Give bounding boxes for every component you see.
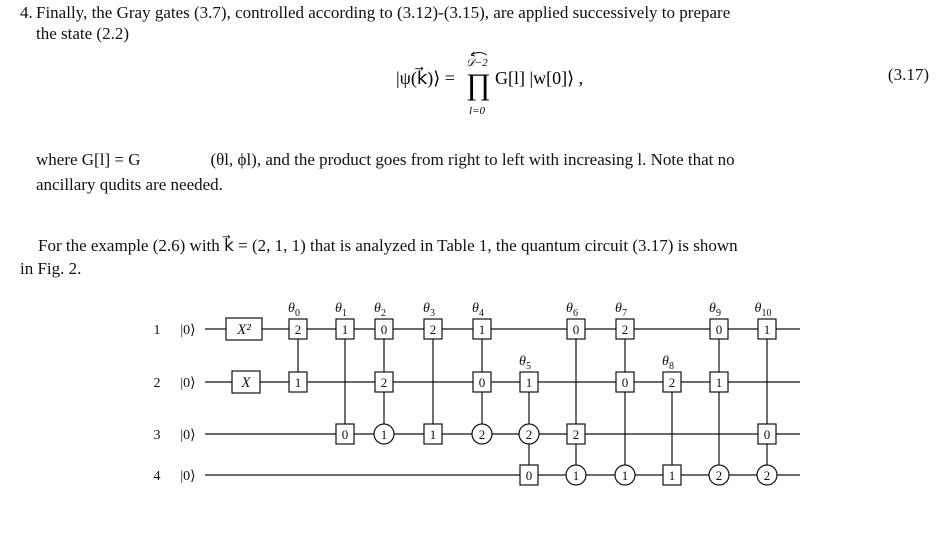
gate-target-label: 1 xyxy=(669,468,676,483)
gate-target-box xyxy=(374,318,394,340)
gate-control-label: 2 xyxy=(716,468,723,483)
item-text-line1: Finally, the Gray gates (3.7), controlle… xyxy=(36,3,731,22)
gate-target-box xyxy=(374,371,394,393)
gate-target-label: 0 xyxy=(764,427,771,442)
gate-target-label: 0 xyxy=(342,427,349,442)
gate-control-label: 2 xyxy=(764,468,771,483)
gate-control-circle xyxy=(565,464,587,486)
gate-target-label: 1 xyxy=(716,375,723,390)
gate-target-box xyxy=(288,371,308,393)
product-symbol: ∏ xyxy=(466,68,491,101)
gate-angle-label: θ7 xyxy=(615,301,627,319)
gate-target-box xyxy=(566,318,586,340)
gate-control-circle xyxy=(471,423,493,445)
gate-control-label: 1 xyxy=(622,468,629,483)
gate-control-label: 1 xyxy=(573,468,580,483)
gate-target-box xyxy=(566,423,586,445)
gate-target-box xyxy=(335,318,355,340)
gate-control-label: 1 xyxy=(381,427,388,442)
gate-control-circle xyxy=(708,464,730,486)
gate-target-box xyxy=(757,318,777,340)
gate-target-label: 2 xyxy=(295,322,302,337)
gate-angle-label: θ9 xyxy=(709,301,721,319)
qudit-ket-2: |0⟩ xyxy=(180,376,195,391)
initial-gate-label: X² xyxy=(236,322,251,338)
gate-target-box xyxy=(519,464,539,486)
gate-target-label: 0 xyxy=(573,322,580,337)
gate-control-circle xyxy=(518,423,540,445)
where-line2: ancillary qudits are needed. xyxy=(36,175,223,194)
gate-angle-label: θ0 xyxy=(288,301,300,319)
item-text-line2: the state (2.2) xyxy=(36,24,129,43)
gate-target-label: 0 xyxy=(526,468,533,483)
gate-angle-label: θ6 xyxy=(566,301,578,319)
qudit-ket-1: |0⟩ xyxy=(180,323,195,338)
gate-target-box xyxy=(423,423,443,445)
equation-3-17: |ψ(k⃗)⟩ = 𝒟−2 ∏ l=0 G[l] |w[0]⟩ , xyxy=(396,51,583,117)
gate-target-label: 1 xyxy=(526,375,533,390)
where-line1: where G[l] = G (θl, ϕl), and the product … xyxy=(36,149,735,170)
gate-control-label: 2 xyxy=(479,427,486,442)
gate-target-label: 1 xyxy=(430,427,437,442)
gate-target-label: 1 xyxy=(764,322,771,337)
gate-target-box xyxy=(662,371,682,393)
gate-target-box xyxy=(423,318,443,340)
initial-gate-label: X xyxy=(240,375,251,391)
gate-control-circle xyxy=(756,464,778,486)
gate-target-label: 0 xyxy=(381,322,388,337)
gate-target-label: 0 xyxy=(622,375,629,390)
gate-control-circle xyxy=(373,423,395,445)
qudit-index-4: 4 xyxy=(154,469,161,484)
gate-target-box xyxy=(615,318,635,340)
gate-target-label: 1 xyxy=(342,322,349,337)
gate-target-box xyxy=(472,371,492,393)
qudit-ket-3: |0⟩ xyxy=(180,428,195,443)
gate-target-box xyxy=(288,318,308,340)
gate-target-label: 2 xyxy=(381,375,388,390)
gate-target-box xyxy=(519,371,539,393)
gate-angle-label: θ1 xyxy=(335,301,347,319)
gate-target-box xyxy=(472,318,492,340)
gate-target-label: 2 xyxy=(430,322,437,337)
gate-angle-label: θ8 xyxy=(662,354,674,372)
gate-target-label: 0 xyxy=(716,322,723,337)
gate-angle-label: θ4 xyxy=(472,301,484,319)
gate-target-label: 2 xyxy=(622,322,629,337)
qudit-ket-4: |0⟩ xyxy=(180,469,195,484)
equation-upper-limit: 𝒟−2 xyxy=(466,57,488,69)
gate-target-box xyxy=(615,371,635,393)
initial-gate-box xyxy=(225,317,263,341)
gate-angle-label: θ2 xyxy=(374,301,386,319)
where-lead: where G[l] = G xyxy=(36,150,141,169)
gate-angle-label: θ3 xyxy=(423,301,435,319)
equation-number: (3.17) xyxy=(887,65,929,84)
qudit-index-3: 3 xyxy=(154,428,161,443)
gate-angle-label: θ10 xyxy=(755,301,772,319)
equation-lower-limit: l=0 xyxy=(469,105,485,117)
gate-target-label: 2 xyxy=(573,427,580,442)
item-number: 4. xyxy=(20,3,33,22)
arrow-head-icon xyxy=(470,51,476,57)
gate-target-box xyxy=(709,371,729,393)
gate-control-circle xyxy=(614,464,636,486)
equation-lhs: |ψ(k⃗)⟩ = xyxy=(396,67,455,89)
equation-body: G[l] |w[0]⟩ , xyxy=(495,68,583,88)
initial-gate-box xyxy=(231,370,261,394)
example-line1: For the example (2.6) with k⃗ = (2, 1, 1… xyxy=(38,236,738,255)
gate-target-label: 1 xyxy=(295,375,302,390)
gate-target-label: 0 xyxy=(479,375,486,390)
gate-target-box xyxy=(335,423,355,445)
qudit-index-1: 1 xyxy=(154,323,161,338)
where-tail: (θl, ϕl), and the product goes from righ… xyxy=(210,150,735,169)
gate-target-label: 1 xyxy=(479,322,486,337)
gate-target-box xyxy=(709,318,729,340)
gate-control-label: 2 xyxy=(526,427,533,442)
qudit-index-2: 2 xyxy=(154,376,161,391)
gate-target-label: 2 xyxy=(669,375,676,390)
gate-target-box xyxy=(757,423,777,445)
gate-angle-label: θ5 xyxy=(519,354,531,372)
gate-target-box xyxy=(662,464,682,486)
example-line2: in Fig. 2. xyxy=(20,259,82,278)
